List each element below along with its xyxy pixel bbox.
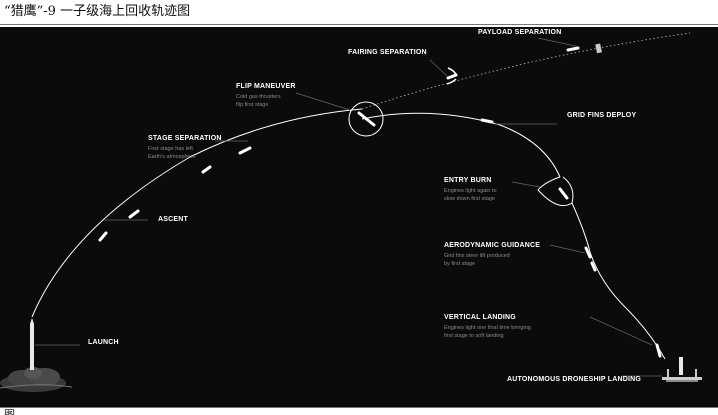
desc-line: by first stage (444, 260, 476, 267)
leader-lines (35, 37, 662, 377)
fairing-icon (447, 67, 457, 75)
stage-markers (98, 46, 662, 358)
desc-line: Grid fins steer lift produced (444, 253, 510, 259)
figure-caption: “猎鹰”-9 一子级海上回收轨迹图 (4, 4, 191, 19)
step-label-entry-burn: ENTRY BURN (444, 177, 492, 184)
desc-line: First stage has left (148, 146, 193, 152)
desc-line: Engines light one final time bringing (444, 325, 531, 331)
launch-rocket (30, 324, 34, 370)
payload-icon (595, 43, 602, 54)
step-label-droneship-landing: AUTONOMOUS DRONESHIP LANDING (507, 376, 642, 383)
step-label-ascent: ASCENT (158, 216, 188, 223)
step-label-launch: LAUNCH (88, 339, 119, 346)
step-label-payload-separation: PAYLOAD SEPARATION (478, 29, 562, 36)
trajectory-diagram: LAUNCH ASCENT STAGE SEPARATION FLIP MANE… (0, 27, 718, 407)
entry-loop (537, 176, 574, 207)
desc-line: slow down first stage (444, 195, 496, 202)
bottom-caption: 图 ... (4, 408, 29, 415)
launch-smoke (0, 367, 73, 392)
desc-line: Earth's atmosphere (148, 153, 196, 160)
step-label-flip-maneuver: FLIP MANEUVER (236, 83, 296, 90)
step-label-aerodynamic-guidance: AERODYNAMIC GUIDANCE (444, 242, 541, 249)
upper-stage-trajectory (361, 32, 691, 110)
droneship-icon (662, 357, 702, 382)
top-rule (0, 24, 718, 25)
descent-trajectory (571, 202, 666, 360)
step-label-vertical-landing: VERTICAL LANDING (444, 314, 516, 321)
step-label-stage-separation: STAGE SEPARATION (148, 135, 222, 142)
trajectory-svg (0, 32, 702, 392)
desc-line: flip first stage (236, 101, 269, 108)
desc-line: Engines light again to (444, 188, 497, 194)
desc-line: first stage to soft landing (444, 332, 504, 339)
bottom-rule (0, 407, 718, 408)
step-label-grid-fins-deploy: GRID FINS DEPLOY (567, 112, 637, 119)
desc-line: Cold gas thrusters (236, 94, 281, 100)
boostback-trajectory (361, 112, 561, 178)
step-label-fairing-separation: FAIRING SEPARATION (348, 49, 427, 56)
flip-circle (348, 101, 384, 137)
ascent-trajectory (31, 108, 363, 318)
